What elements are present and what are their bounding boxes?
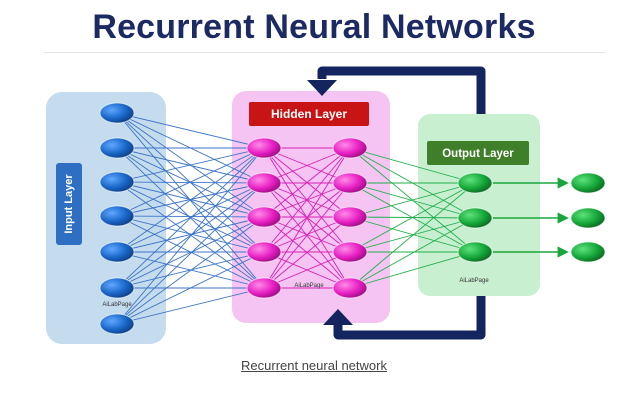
recurrent-arrowhead-top bbox=[307, 80, 337, 96]
hidden-nodes-col1 bbox=[246, 137, 282, 299]
input-node bbox=[99, 205, 135, 227]
hidden-layer-badge bbox=[249, 102, 369, 126]
input-hidden-edge bbox=[116, 215, 265, 218]
hidden-node bbox=[246, 206, 282, 228]
input-hidden-edge bbox=[116, 181, 265, 253]
output-watermark: AiLabPage bbox=[459, 278, 489, 284]
input-node bbox=[99, 277, 135, 299]
hidden-output-edge bbox=[349, 251, 476, 289]
input-hidden-edge bbox=[116, 181, 265, 184]
hidden-watermark: AiLabPage bbox=[294, 283, 324, 289]
input-hidden-edge bbox=[116, 147, 265, 183]
hidden-hidden-edge bbox=[263, 147, 351, 218]
hidden-output-edge bbox=[349, 216, 476, 253]
input-hidden-edge bbox=[116, 182, 265, 325]
hidden-output-edge bbox=[349, 147, 476, 184]
hidden-output-edge bbox=[349, 217, 476, 289]
input-node bbox=[99, 241, 135, 263]
output-node bbox=[457, 172, 493, 194]
hidden-hidden-edge bbox=[263, 147, 351, 289]
hidden-hidden-edge bbox=[263, 147, 351, 253]
input-layer-badge bbox=[56, 163, 82, 245]
figure-caption-link[interactable]: Recurrent neural network bbox=[241, 358, 387, 373]
hidden-output-connections bbox=[349, 147, 476, 289]
input-hidden-edge bbox=[116, 112, 265, 149]
input-node bbox=[99, 171, 135, 193]
input-hidden-edge bbox=[116, 216, 265, 325]
input-hidden-edge bbox=[116, 147, 265, 325]
output-node bbox=[457, 241, 493, 263]
hidden-node bbox=[246, 277, 282, 299]
final-output-node bbox=[570, 172, 606, 194]
hidden-node bbox=[246, 137, 282, 159]
hidden-output-edge bbox=[349, 182, 476, 218]
input-node bbox=[99, 137, 135, 159]
input-hidden-edge bbox=[116, 215, 265, 253]
input-hidden-edge bbox=[116, 147, 265, 253]
input-hidden-edge bbox=[116, 287, 265, 325]
input-hidden-edge bbox=[116, 216, 265, 253]
hidden-output-edge bbox=[349, 182, 476, 219]
input-hidden-connections bbox=[116, 112, 265, 325]
recurrent-arrowhead-bottom bbox=[323, 309, 353, 325]
hidden-node bbox=[332, 241, 368, 263]
hidden-hidden-edge bbox=[263, 216, 351, 289]
input-watermark: AiLabPage bbox=[102, 302, 132, 308]
input-hidden-edge bbox=[116, 251, 265, 325]
input-node bbox=[99, 313, 135, 335]
hidden-output-edge bbox=[349, 182, 476, 289]
hidden-nodes-col2 bbox=[332, 137, 368, 299]
final-output-node bbox=[570, 207, 606, 229]
final-output-node bbox=[570, 241, 606, 263]
input-hidden-edge bbox=[116, 216, 265, 289]
hidden-node bbox=[332, 277, 368, 299]
hidden-node bbox=[332, 137, 368, 159]
title-divider bbox=[44, 52, 606, 53]
output-nodes bbox=[457, 172, 493, 263]
page-title: Recurrent Neural Networks bbox=[92, 8, 536, 46]
output-node bbox=[457, 207, 493, 229]
hidden-node bbox=[332, 206, 368, 228]
input-node bbox=[99, 102, 135, 124]
hidden-node bbox=[332, 172, 368, 194]
final-output-nodes bbox=[570, 172, 606, 263]
hidden-hidden-edge bbox=[263, 182, 351, 289]
input-hidden-edge bbox=[116, 147, 265, 217]
hidden-output-edge bbox=[349, 182, 476, 253]
output-layer-label: Output Layer bbox=[442, 148, 514, 160]
hidden-layer-label: Hidden Layer bbox=[271, 107, 347, 121]
recurrent-loop-arrow bbox=[317, 66, 486, 340]
input-layer-label: Input Layer bbox=[63, 174, 75, 234]
hidden-node bbox=[246, 241, 282, 263]
output-layer-badge bbox=[427, 141, 529, 165]
input-hidden-edge bbox=[116, 147, 265, 289]
output-arrows bbox=[493, 177, 569, 258]
input-nodes bbox=[99, 102, 135, 335]
hidden-node bbox=[246, 172, 282, 194]
